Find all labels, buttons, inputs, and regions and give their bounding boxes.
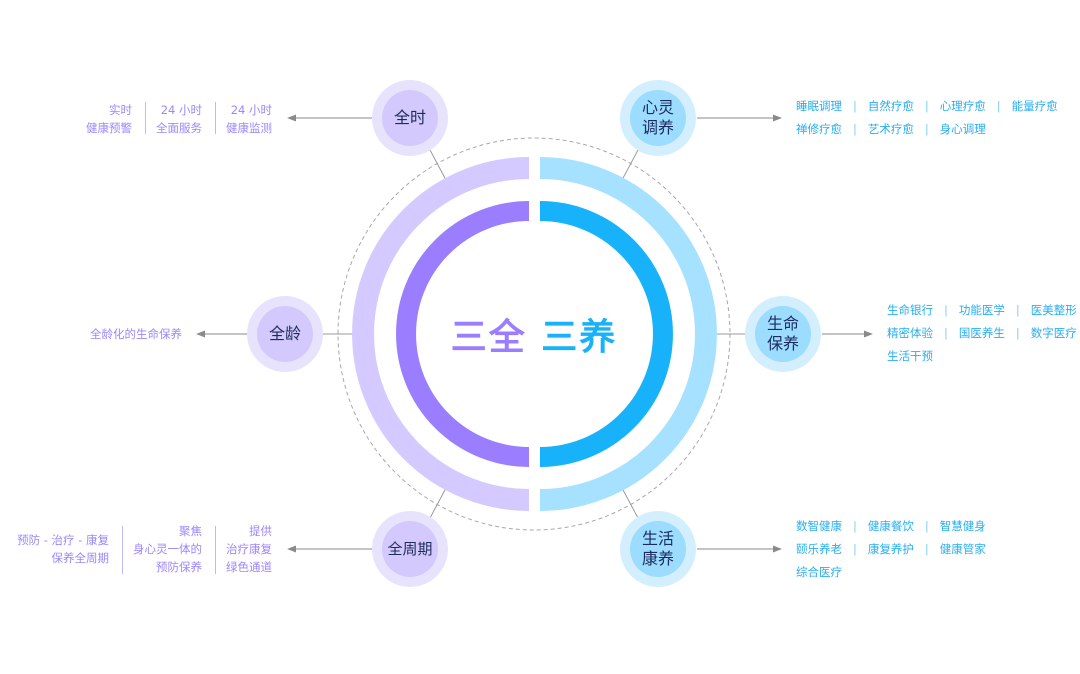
- detail-item: 提供: [249, 524, 272, 538]
- detail-item: 国医养生: [958, 326, 1005, 340]
- detail-item: 预防 - 治疗 - 康复: [17, 533, 109, 547]
- detail-item: 健康餐饮: [867, 519, 914, 533]
- detail-item: 综合医疗: [796, 565, 842, 579]
- quanzhouqi-detail-3: 提供治疗康复绿色通道: [226, 522, 272, 576]
- node-label: 调养: [641, 118, 674, 137]
- detail-item: 智慧健身: [939, 519, 986, 533]
- center-title-right: 三养: [541, 317, 618, 358]
- node-label: 心灵: [641, 98, 674, 117]
- node-quanzhouqi: 全周期: [382, 521, 438, 577]
- node-xinling: 心灵调养: [630, 90, 686, 146]
- inner-ring-left: [396, 201, 530, 467]
- detail-item: 聚焦: [179, 524, 202, 538]
- detail-item: 身心调理: [939, 122, 986, 136]
- detail-item: 生命银行: [887, 303, 933, 317]
- detail-item: 康复养护: [867, 542, 914, 556]
- center-title: 三全 三养: [434, 308, 634, 360]
- quanling-detail: 全龄化的生命保养: [90, 327, 182, 341]
- node-label: 生命: [766, 314, 799, 333]
- detail-item: 数字医疗: [1030, 326, 1077, 340]
- shengming-details: 生命银行|功能医学|医美整形 精密体验|国医养生|数字医疗 生活干预: [887, 303, 1077, 363]
- detail-item: 绿色通道: [226, 560, 272, 574]
- outer-ring-right: [539, 157, 717, 511]
- shenghuo-details: 数智健康|健康餐饮|智慧健身 颐乐养老|康复养护|健康管家 综合医疗: [796, 519, 986, 579]
- divider: [215, 102, 216, 134]
- arrows: [196, 114, 873, 553]
- detail-item: 实时: [109, 103, 132, 117]
- quanzhouqi-detail-1: 预防 - 治疗 - 康复保养全周期: [17, 531, 109, 567]
- divider: [145, 102, 146, 134]
- detail-item: 生活干预: [887, 349, 933, 363]
- node-quanshi: 全时: [382, 90, 438, 146]
- node-label: 生活: [641, 529, 674, 548]
- quanzhouqi-detail-2: 聚焦身心灵一体的预防保养: [133, 522, 202, 576]
- node-quanling: 全龄: [257, 306, 313, 362]
- detail-item: 睡眠调理: [796, 99, 842, 113]
- divider: [122, 526, 123, 574]
- node-label: 全龄: [268, 324, 301, 343]
- detail-item: 24 小时: [160, 103, 202, 117]
- detail-item: 健康预警: [86, 121, 132, 135]
- quanshi-detail-1: 实时健康预警: [86, 101, 132, 137]
- detail-item: 禅修疗愈: [796, 122, 842, 136]
- node-label: 康养: [641, 549, 674, 568]
- detail-item: 24 小时: [230, 103, 272, 117]
- quanshi-detail-2: 24 小时全面服务: [156, 101, 202, 137]
- node-shengming: 生命保养: [755, 306, 811, 362]
- divider: [215, 526, 216, 574]
- detail-item: 健康监测: [226, 121, 272, 135]
- detail-item: 功能医学: [958, 303, 1005, 317]
- detail-item: 艺术疗愈: [867, 122, 914, 136]
- node-label: 全时: [393, 108, 426, 127]
- center-title-left: 三全: [450, 317, 527, 358]
- detail-item: 能量疗愈: [1011, 99, 1058, 113]
- detail-item: 心理疗愈: [939, 99, 986, 113]
- node-label: 全周期: [387, 540, 433, 558]
- detail-item: 预防保养: [156, 560, 202, 574]
- detail-item: 精密体验: [887, 326, 933, 340]
- detail-item: 治疗康复: [226, 542, 272, 556]
- inner-ring-right: [539, 201, 673, 467]
- node-shenghuo: 生活康养: [630, 521, 686, 577]
- detail-item: 保养全周期: [51, 551, 110, 565]
- outer-ring-left: [352, 157, 530, 511]
- node-label: 保养: [766, 334, 799, 353]
- detail-item: 全面服务: [156, 121, 202, 135]
- detail-item: 身心灵一体的: [133, 542, 202, 556]
- detail-item: 健康管家: [939, 542, 986, 556]
- detail-item: 医美整形: [1030, 303, 1077, 317]
- detail-item: 颐乐养老: [796, 542, 842, 556]
- detail-item: 数智健康: [796, 519, 842, 533]
- detail-item: 自然疗愈: [867, 99, 914, 113]
- quanshi-detail-3: 24 小时健康监测: [226, 101, 272, 137]
- xinling-details: 睡眠调理|自然疗愈|心理疗愈|能量疗愈 禅修疗愈|艺术疗愈|身心调理: [796, 99, 1058, 136]
